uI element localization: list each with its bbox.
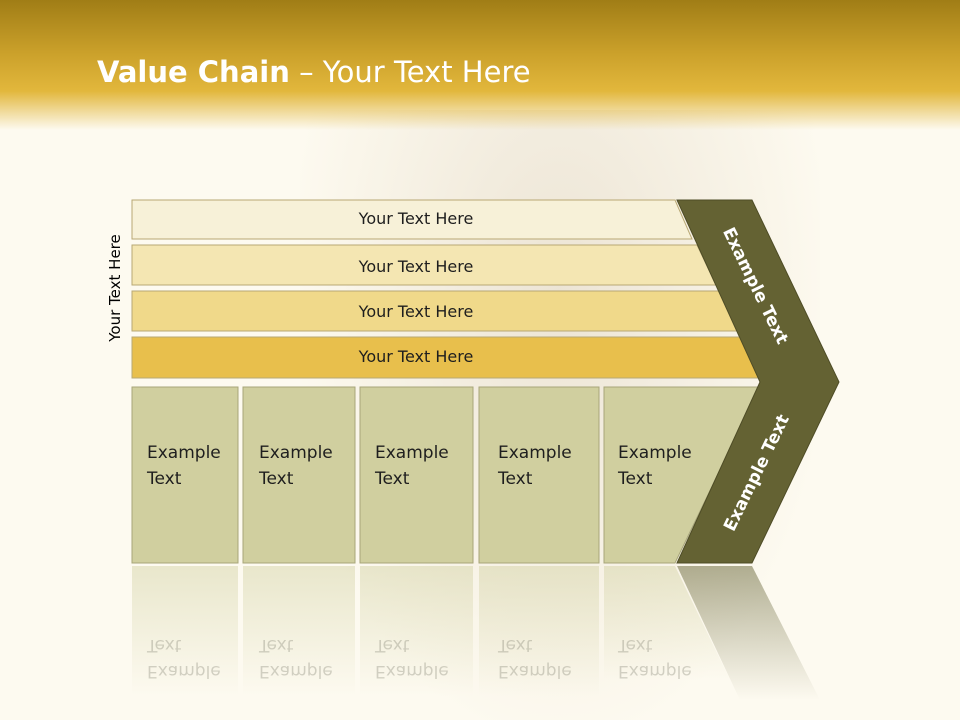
chevron-arrow[interactable] bbox=[676, 199, 840, 564]
cell-2-reflection bbox=[243, 566, 355, 696]
cell-3-reflect-line2: Text bbox=[375, 635, 410, 655]
cell-3-reflect-line1: Example bbox=[375, 661, 449, 681]
cell-1-reflect-line1: Example bbox=[147, 661, 221, 681]
bar-3-label: Your Text Here bbox=[358, 302, 474, 321]
cell-4-reflect-line1: Example bbox=[498, 661, 572, 681]
cell-4[interactable] bbox=[478, 386, 600, 564]
slide-title[interactable]: Value Chain – Your Text Here bbox=[97, 55, 531, 89]
cell-5[interactable] bbox=[603, 386, 761, 564]
cell-2-line1: Example bbox=[259, 443, 333, 463]
cell-2-line2: Text bbox=[259, 469, 294, 489]
cell-5-reflection-text: Example Text bbox=[618, 632, 718, 684]
cell-3-line2: Text bbox=[375, 469, 410, 489]
title-bold: Value Chain bbox=[97, 55, 290, 89]
cell-3-reflection-text: Example Text bbox=[375, 632, 475, 684]
cell-2-reflect-line1: Example bbox=[259, 661, 333, 681]
cell-1-reflection-text: Example Text bbox=[147, 632, 247, 684]
title-rest: – Your Text Here bbox=[289, 55, 531, 89]
cell-3-reflection bbox=[360, 566, 473, 696]
cell-1-line1: Example bbox=[147, 443, 221, 463]
cell-4-line1: Example bbox=[498, 443, 572, 463]
cell-2-reflection-text: Example Text bbox=[259, 632, 359, 684]
cell-1-line2: Text bbox=[147, 469, 182, 489]
bar-1-label: Your Text Here bbox=[358, 209, 474, 228]
cell-1-reflection bbox=[132, 566, 238, 696]
cell-5-line1: Example bbox=[618, 443, 692, 463]
cell-4-reflect-line2: Text bbox=[498, 635, 533, 655]
bar-2-label: Your Text Here bbox=[358, 257, 474, 276]
bar-4-label: Your Text Here bbox=[358, 347, 474, 366]
cell-5-reflect-line2: Text bbox=[618, 635, 653, 655]
cell-2-reflect-line2: Text bbox=[259, 635, 294, 655]
title-banner bbox=[0, 0, 960, 130]
cell-3-line1: Example bbox=[375, 443, 449, 463]
cell-4-line2: Text bbox=[498, 469, 533, 489]
cell-5-reflect-line1: Example bbox=[618, 661, 692, 681]
cell-3[interactable] bbox=[359, 386, 474, 564]
cell-5-line2: Text bbox=[618, 469, 653, 489]
cell-4-reflection-text: Example Text bbox=[498, 632, 598, 684]
cell-5-reflection bbox=[604, 566, 730, 680]
bar-1[interactable] bbox=[131, 199, 693, 240]
cell-4-reflection bbox=[479, 566, 599, 696]
cell-1[interactable] bbox=[131, 386, 239, 564]
cell-2[interactable] bbox=[242, 386, 356, 564]
chevron-reflection bbox=[677, 566, 820, 700]
cell-1-reflect-line2: Text bbox=[147, 635, 182, 655]
